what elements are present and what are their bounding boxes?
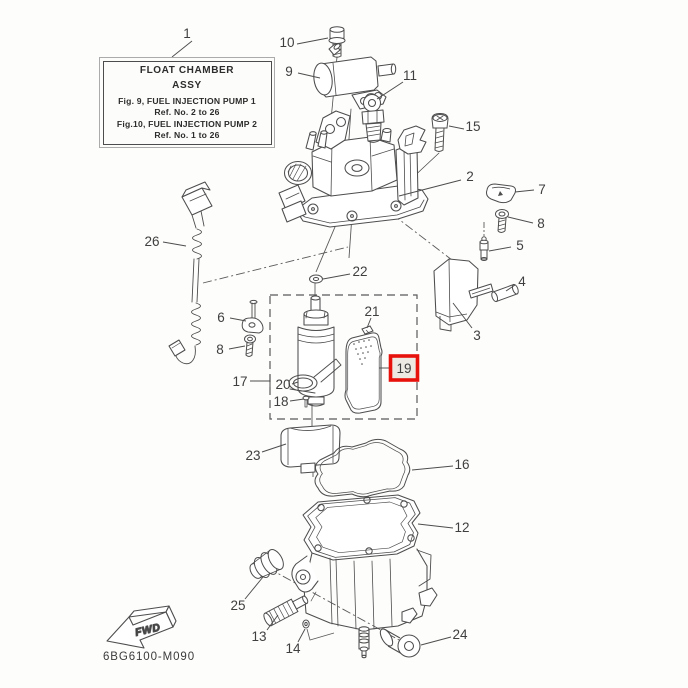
part-label-11[interactable]: 11 — [403, 68, 417, 83]
leader-line-2 — [398, 179, 462, 197]
part-label-22[interactable]: 22 — [352, 264, 367, 279]
info-title-line2: ASSY — [172, 79, 202, 91]
leader-line-25 — [244, 576, 264, 600]
info-fig10-line: Fig.10, FUEL INJECTION PUMP 2 — [116, 118, 258, 129]
leader-line-26 — [162, 241, 187, 247]
bolt-15-drawing — [431, 112, 449, 152]
part-label-17[interactable]: 17 — [232, 374, 247, 389]
part-label-12[interactable]: 12 — [454, 520, 469, 535]
leader-line-16 — [411, 465, 454, 471]
screw-6-8-drawing — [241, 299, 264, 357]
pump-body-drawing — [278, 56, 440, 228]
regulator-9-drawing — [313, 43, 397, 110]
cushion-23-drawing — [280, 424, 341, 474]
part-label-4[interactable]: 4 — [518, 274, 526, 289]
leader-line-14 — [297, 628, 306, 643]
assembly-info-box: FLOAT CHAMBER ASSY Fig. 9, FUEL INJECTIO… — [99, 57, 275, 148]
part-label-26[interactable]: 26 — [144, 234, 159, 249]
part-label-8[interactable]: 8 — [537, 216, 545, 231]
bolt-10-drawing — [328, 26, 346, 58]
construction-lines — [202, 213, 485, 647]
wire-harness-26-drawing — [168, 181, 213, 365]
leader-line-13 — [266, 614, 279, 631]
diagram-code: 6BG6100-M090 — [103, 651, 195, 663]
part-label-2[interactable]: 2 — [466, 169, 474, 184]
highlight-box-19[interactable] — [388, 354, 420, 382]
plate-7-screw-8-drawing — [486, 183, 516, 233]
part-label-18[interactable]: 18 — [273, 394, 288, 409]
part-label-20[interactable]: 20 — [275, 377, 290, 392]
part-label-15[interactable]: 15 — [465, 119, 480, 134]
pin-4-drawing — [491, 283, 519, 303]
valve-5-drawing — [479, 236, 489, 261]
leader-lines — [162, 37, 535, 646]
filter-19-drawing — [344, 332, 383, 414]
part-label-8[interactable]: 8 — [216, 342, 224, 357]
cover-3-drawing — [433, 258, 494, 332]
leader-line-3 — [452, 302, 473, 329]
part-label-13[interactable]: 13 — [251, 629, 266, 644]
leader-line-9 — [297, 72, 321, 79]
assembly-info-inner: FLOAT CHAMBER ASSY Fig. 9, FUEL INJECTIO… — [102, 60, 272, 145]
fuel-pump-drawing — [288, 295, 342, 408]
fwd-arrow: FWD — [106, 605, 177, 649]
leader-line-18 — [289, 398, 305, 402]
info-fig9-ref: Ref. No. 2 to 26 — [154, 107, 220, 118]
part-label-1[interactable]: 1 — [183, 26, 191, 41]
grommet-25-drawing — [249, 549, 284, 579]
leader-line-11 — [376, 81, 404, 100]
part-label-3[interactable]: 3 — [473, 328, 481, 343]
fitting-13-drawing — [263, 595, 309, 627]
info-fig9-line: Fig. 9, FUEL INJECTION PUMP 1 — [118, 96, 256, 107]
sensor-11-drawing — [361, 93, 385, 143]
leader-line-23 — [261, 443, 287, 453]
leader-line-8 — [507, 216, 534, 224]
part-label-16[interactable]: 16 — [454, 457, 469, 472]
part-label-19[interactable]: 19 — [396, 361, 411, 376]
info-title-line1: FLOAT CHAMBER — [139, 65, 235, 77]
part-label-5[interactable]: 5 — [516, 238, 524, 253]
leader-line-7 — [514, 189, 535, 193]
part-label-9[interactable]: 9 — [285, 64, 293, 79]
leader-line-10 — [296, 37, 329, 45]
housing-12-drawing — [291, 494, 438, 659]
oring-14-drawing — [302, 619, 310, 629]
leader-line-21 — [366, 317, 372, 329]
part-label-14[interactable]: 14 — [285, 641, 301, 656]
leader-line-8 — [228, 345, 246, 350]
part-label-25[interactable]: 25 — [230, 598, 245, 613]
leader-line-1 — [171, 40, 193, 58]
part-label-10[interactable]: 10 — [279, 35, 294, 50]
info-fig10-ref: Ref. No. 1 to 26 — [154, 129, 220, 140]
plug-24-drawing — [379, 628, 421, 658]
leader-line-6 — [229, 317, 247, 322]
part-label-24[interactable]: 24 — [452, 627, 468, 642]
part-label-7[interactable]: 7 — [538, 182, 546, 197]
part-label-23[interactable]: 23 — [245, 448, 260, 463]
leader-line-15 — [448, 125, 465, 130]
leader-line-22 — [322, 273, 351, 280]
part-label-21[interactable]: 21 — [364, 304, 379, 319]
grommet-22-drawing — [309, 274, 323, 297]
leader-line-12 — [417, 523, 454, 529]
part-label-6[interactable]: 6 — [217, 310, 225, 325]
leader-line-20 — [291, 381, 299, 385]
gasket-16-drawing — [314, 438, 411, 498]
leader-line-24 — [420, 636, 452, 646]
leader-line-4 — [505, 284, 516, 292]
leader-line-5 — [488, 246, 512, 252]
